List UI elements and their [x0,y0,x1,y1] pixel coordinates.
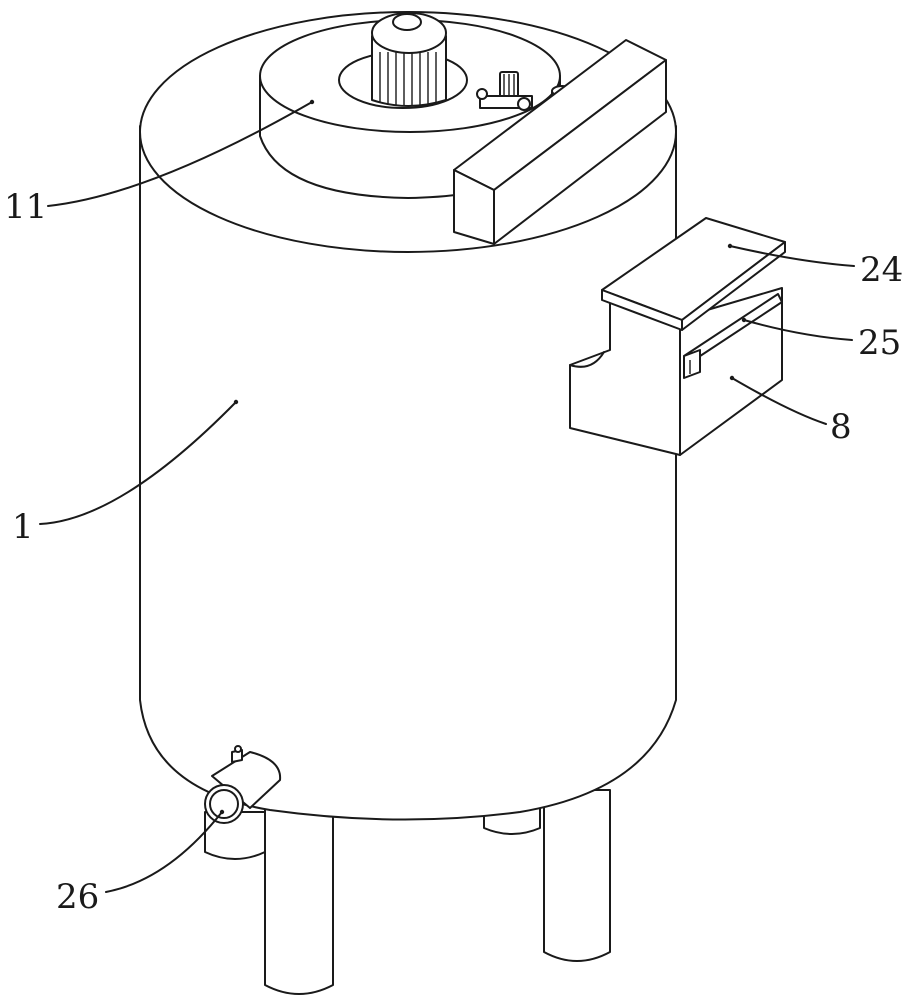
label-8: 8 [830,407,852,447]
label-26: 26 [56,877,99,917]
leader-25 [743,319,853,341]
front-leg-left [264,807,334,995]
outlet-valve [204,745,282,860]
side-box-rail [683,293,783,379]
top-bar [453,39,667,245]
side-box-lid [601,217,786,331]
motor-fins [379,52,437,106]
front-leg-right [543,789,611,962]
leader-26 [105,811,223,893]
leader-8 [731,377,827,425]
leader-11 [47,101,313,207]
tank-body [139,125,677,821]
motor [371,12,447,107]
label-11: 11 [4,187,47,227]
small-pump [476,71,533,111]
label-25: 25 [858,323,901,363]
leader-lines [39,101,855,893]
leader-tips [219,99,747,815]
leader-1 [39,401,237,525]
label-24: 24 [860,250,903,290]
leader-24 [729,245,855,267]
side-box [569,287,783,456]
label-1: 1 [12,507,34,547]
